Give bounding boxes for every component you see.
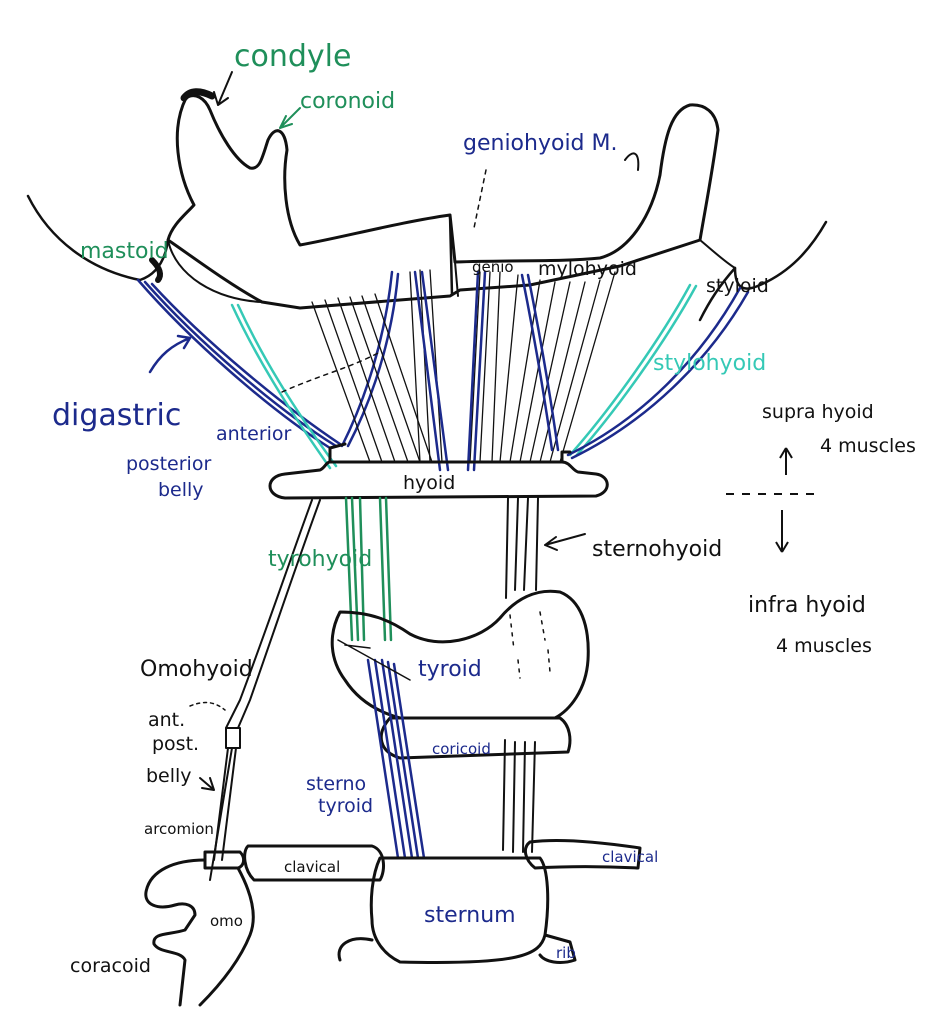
digastric-right-posterior	[566, 286, 750, 460]
digastric-arrow	[148, 334, 192, 374]
sternum-bone	[337, 856, 577, 964]
label-clavical-left: clavical	[284, 858, 340, 876]
coronoid-arrow	[279, 107, 301, 129]
label-arcomion: arcomion	[144, 820, 214, 838]
condyle-arrow	[213, 71, 233, 106]
label-tyrohyoid: tyrohyoid	[268, 547, 372, 572]
digastric-anterior-belly	[340, 270, 400, 448]
label-ant: ant.	[148, 709, 185, 731]
cricoid-cartilage	[379, 716, 572, 760]
label-digastric: digastric	[52, 398, 181, 433]
label-rib: rib	[556, 944, 576, 962]
ant-post-pointer	[189, 701, 226, 711]
label-coricoid: coricoid	[432, 740, 491, 758]
condyle-cap	[180, 88, 216, 102]
sternotyroid-muscle	[366, 658, 426, 860]
label-anterior: anterior	[216, 423, 292, 445]
label-coronoid: coronoid	[300, 89, 395, 114]
clavicle-left	[243, 844, 386, 882]
label-clavical-right: clavical	[602, 848, 658, 866]
stylohyoid-right	[568, 283, 698, 458]
label-tyroid: tyroid	[418, 657, 482, 682]
label-sternohyoid: sternohyoid	[592, 537, 722, 562]
label-belly: belly	[146, 765, 192, 787]
label-supra-count: 4 muscles	[820, 435, 916, 457]
sternohyoid-arrow	[544, 533, 586, 551]
label-hyoid: hyoid	[403, 472, 455, 494]
label-genio: genio	[472, 258, 514, 276]
label-omohyoid: Omohyoid	[140, 657, 253, 682]
label-geniohyoid-m: geniohyoid M.	[463, 131, 617, 156]
mylohyoid-fibers	[311, 269, 616, 463]
label-infra-count: 4 muscles	[776, 635, 872, 657]
label-styloid: styloid	[706, 275, 769, 297]
omohyoid-muscle	[209, 499, 321, 881]
mandible	[166, 94, 736, 310]
label-mastoid: mastoid	[80, 239, 169, 264]
belly-arrow	[199, 777, 215, 791]
mastoid-tip	[149, 257, 163, 283]
geniohyoid-muscle	[413, 270, 487, 472]
tyrohyoid-muscle	[344, 496, 393, 642]
label-sternum: sternum	[424, 903, 516, 928]
supra-infra-divider	[726, 447, 820, 553]
label-infra-hyoid: infra hyoid	[748, 593, 866, 618]
skull-left	[26, 194, 170, 282]
geniohyoid-pointer	[473, 169, 487, 229]
label-supra-hyoid: supra hyoid	[762, 401, 874, 423]
anterior-pointer	[281, 351, 381, 393]
label-condyle: condyle	[234, 39, 351, 74]
digastric-right	[520, 273, 560, 452]
skull-right	[698, 220, 828, 322]
label-posterior: posterior	[126, 453, 211, 475]
label-sterno: sterno	[306, 773, 366, 795]
label-coracoid: coracoid	[70, 955, 151, 977]
thyroid-notch	[337, 639, 411, 681]
stylohyoid-left	[230, 303, 338, 470]
sternohyoid-muscle	[502, 497, 539, 853]
label-posterior-belly: belly	[158, 479, 204, 501]
label-stylohyoid: stylohyoid	[653, 351, 766, 376]
label-omo: omo	[210, 912, 243, 930]
thyroid-cartilage	[330, 589, 590, 720]
label-sternotyroid: tyroid	[318, 795, 373, 817]
label-post: post.	[152, 733, 199, 755]
label-mylohyoid: mylohyoid	[538, 258, 637, 280]
hyoid-bone	[268, 442, 609, 500]
scapula	[144, 850, 255, 1007]
